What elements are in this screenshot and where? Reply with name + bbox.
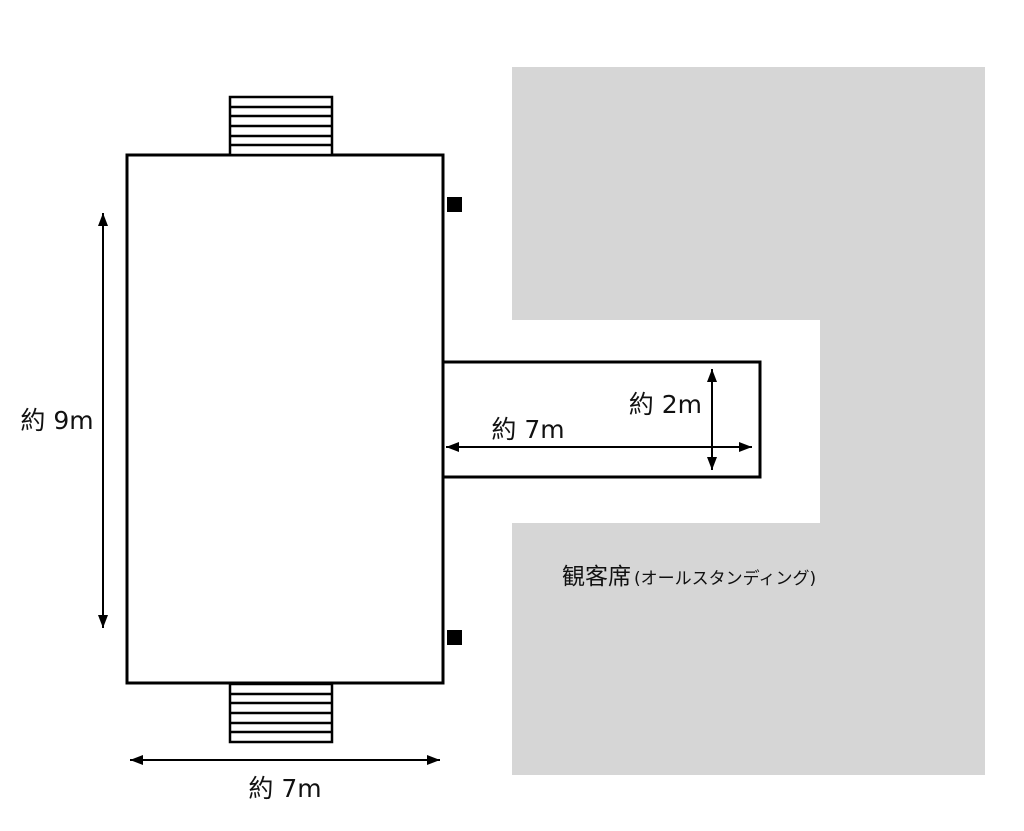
stage-edge-marker-bottom xyxy=(447,630,462,645)
audience-area xyxy=(512,67,985,775)
runway-width-label: 約 2m xyxy=(629,390,702,419)
stage-edge-marker-top xyxy=(447,197,462,212)
audience-sublabel: (オールスタンディング) xyxy=(634,568,816,589)
stairs-top xyxy=(228,95,334,157)
stage-outline xyxy=(125,153,445,685)
stairs-bottom xyxy=(228,682,334,744)
stage-height-label: 約 9m xyxy=(20,406,93,435)
audience-label: 観客席 xyxy=(562,564,631,590)
stage-width-label: 約 7m xyxy=(248,774,321,803)
runway-length-label: 約 7m xyxy=(491,415,564,444)
